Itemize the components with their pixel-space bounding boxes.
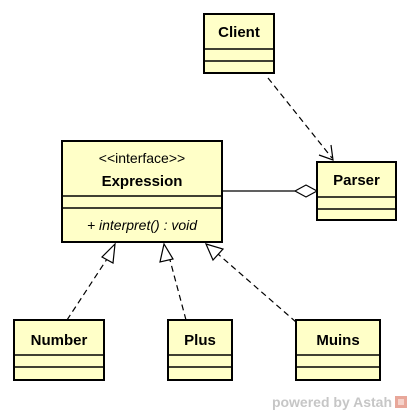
- class-parser[interactable]: Parser: [316, 161, 397, 221]
- class-plus[interactable]: Plus: [167, 319, 233, 381]
- realization-muins-expression: [204, 243, 297, 323]
- class-client[interactable]: Client: [203, 13, 275, 74]
- class-muins[interactable]: Muins: [295, 319, 381, 381]
- realization-plus-expression: [159, 242, 187, 321]
- class-plus-name: Plus: [184, 332, 216, 349]
- astah-watermark: powered by Astah: [272, 394, 407, 410]
- class-expression[interactable]: <<interface>> Expression + interpret() :…: [61, 140, 223, 243]
- realization-triangle-icon: [159, 242, 174, 263]
- class-expression-name: Expression: [102, 173, 183, 190]
- realization-triangle-icon: [101, 242, 116, 264]
- dependency-client-parser: [267, 77, 334, 161]
- class-number[interactable]: Number: [13, 319, 105, 381]
- class-parser-name: Parser: [333, 172, 380, 189]
- class-number-name: Number: [31, 332, 88, 349]
- aggregation-parser-expression: [223, 184, 319, 198]
- realization-number-expression: [66, 242, 116, 321]
- astah-logo-icon: [395, 396, 407, 408]
- class-muins-name: Muins: [316, 332, 359, 349]
- open-arrowhead-icon: [318, 144, 334, 161]
- aggregation-diamond-icon: [293, 184, 319, 198]
- realization-triangle-icon: [204, 243, 225, 262]
- class-expression-stereotype: <<interface>>: [99, 150, 185, 166]
- class-expression-operation: + interpret() : void: [87, 217, 198, 233]
- watermark-text: powered by Astah: [271, 394, 392, 410]
- class-client-name: Client: [218, 24, 260, 41]
